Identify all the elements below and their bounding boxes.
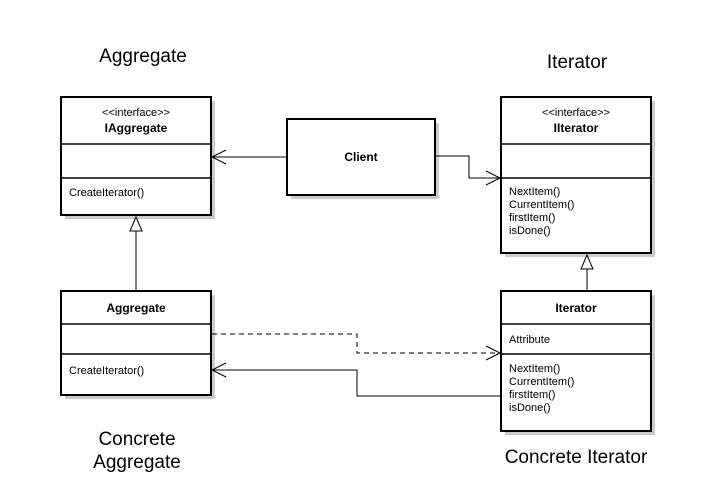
class-aggregate-name: Aggregate xyxy=(106,301,166,315)
inheritance-triangle-arrowhead xyxy=(580,253,594,270)
open-arrowhead xyxy=(485,345,502,361)
connector-aggregate-implements-iaggregate xyxy=(129,215,143,291)
class-iaggregate-stereotype: <<interface>> xyxy=(102,107,170,119)
open-arrowhead xyxy=(210,362,227,378)
class-iiterator-method: isDone() xyxy=(509,225,551,237)
class-iiterator-method: firstItem() xyxy=(509,212,555,224)
caption-aggregate: Aggregate xyxy=(99,46,187,67)
class-iiterator-method: CurrentItem() xyxy=(509,199,574,211)
class-iaggregate-name: IAggregate xyxy=(105,121,168,135)
caption-iterator: Iterator xyxy=(547,52,608,73)
class-aggregate-frame xyxy=(60,290,212,396)
class-aggregate[interactable]: Aggregate CreateIterator() xyxy=(60,290,215,399)
dashed-connector-line xyxy=(212,333,500,354)
class-iterator-method: firstItem() xyxy=(509,389,555,401)
class-aggregate-method: CreateIterator() xyxy=(69,365,144,377)
class-client[interactable]: Client xyxy=(286,118,439,199)
class-iterator-method: NextItem() xyxy=(509,363,560,375)
class-iaggregate[interactable]: <<interface>> IAggregate CreateIterator(… xyxy=(60,96,215,219)
class-iterator-method: isDone() xyxy=(509,402,551,414)
class-iiterator-frame xyxy=(500,96,652,254)
class-client-name: Client xyxy=(344,150,377,164)
connector-line xyxy=(212,369,501,397)
connector-iterator-implements-iiterator xyxy=(580,253,594,291)
class-iiterator-method: NextItem() xyxy=(509,186,560,198)
open-arrowhead xyxy=(210,149,227,165)
class-iterator-name: Iterator xyxy=(555,301,597,315)
class-iiterator-name: IIterator xyxy=(554,121,599,135)
caption-concrete-iterator: Concrete Iterator xyxy=(505,447,648,468)
caption-concrete-aggregate-line1: Concrete xyxy=(98,429,175,450)
class-iterator-frame xyxy=(500,290,652,432)
class-iterator-method: CurrentItem() xyxy=(509,376,574,388)
connector-iterator-to-aggregate xyxy=(210,362,501,397)
class-iaggregate-frame xyxy=(60,96,212,216)
class-iaggregate-method: CreateIterator() xyxy=(69,187,144,199)
class-iiterator-stereotype: <<interface>> xyxy=(542,107,610,119)
connector-aggregate-creates-iterator xyxy=(212,333,502,361)
class-iterator-attribute: Attribute xyxy=(509,334,550,346)
inheritance-triangle-arrowhead xyxy=(129,215,143,232)
class-iterator[interactable]: Iterator Attribute NextItem() CurrentIte… xyxy=(500,290,655,435)
open-arrowhead xyxy=(485,170,502,186)
caption-concrete-aggregate-line2: Aggregate xyxy=(93,452,181,473)
class-iiterator[interactable]: <<interface>> IIterator NextItem() Curre… xyxy=(500,96,655,257)
connector-line xyxy=(435,155,500,179)
connector-client-to-iaggregate xyxy=(210,149,287,165)
connector-client-to-iiterator xyxy=(435,155,502,186)
